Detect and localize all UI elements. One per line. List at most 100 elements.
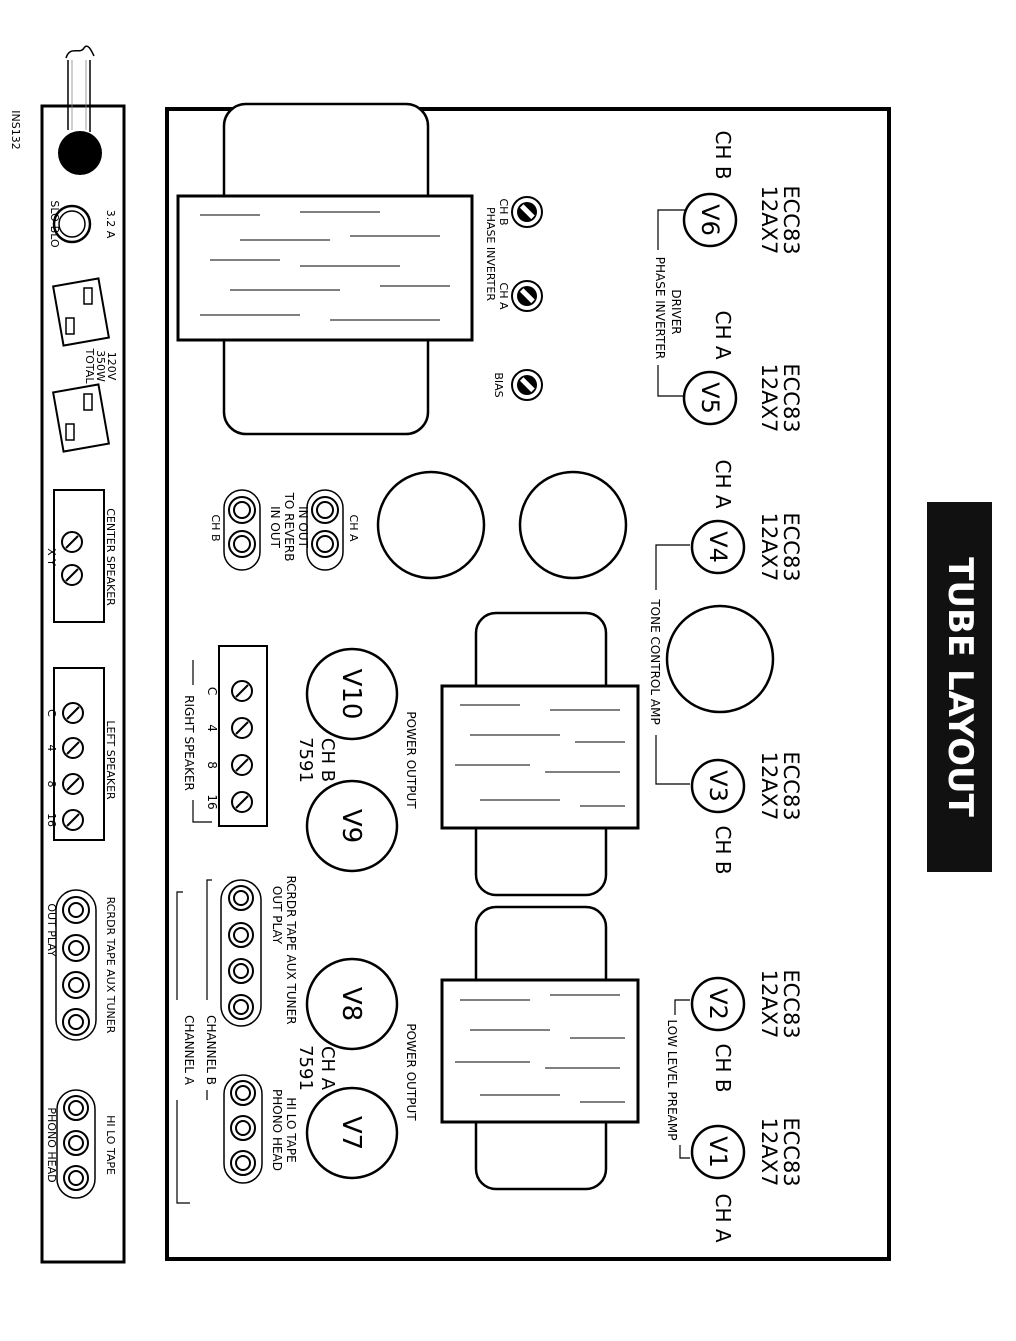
svg-text:V5: V5 <box>696 382 724 414</box>
svg-text:ECC83: ECC83 <box>779 185 803 254</box>
v10-type-label: 7591 <box>295 737 316 783</box>
rear-input-labels-top: RCRDR TAPE AUX TUNER <box>104 897 117 1034</box>
outlet-voltage: 120V <box>105 352 118 381</box>
output-transformer-a <box>440 905 640 1191</box>
input-labels-bottom: OUT PLAY <box>270 886 284 945</box>
driver-phase-inverter-label: PHASE INVERTER <box>653 257 667 360</box>
svg-text:CH A: CH A <box>711 459 735 508</box>
phono-labels-bottom: PHONO HEAD <box>270 1089 284 1171</box>
svg-text:12AX7: 12AX7 <box>757 970 781 1039</box>
rear-phono-labels-bottom: PHONO HEAD <box>45 1107 58 1182</box>
right-speaker-tap-8: 8 <box>205 761 219 769</box>
pot-ch-b[interactable] <box>511 196 543 228</box>
tube-v1: V1 ECC83 12AX7 CH A <box>690 1117 803 1243</box>
left-speaker-tap-4: 4 <box>45 745 58 752</box>
svg-text:CH A: CH A <box>711 310 735 359</box>
pot-bias[interactable] <box>511 369 543 401</box>
reverb-label-line2: TO REVERB <box>282 492 296 562</box>
tube-v2: V2 ECC83 12AX7 CH B <box>690 969 803 1093</box>
channel-b-label: CHANNEL B <box>204 1015 218 1085</box>
svg-text:ECC83: ECC83 <box>779 1117 803 1186</box>
svg-text:CH B: CH B <box>711 825 735 874</box>
svg-text:ECC83: ECC83 <box>779 363 803 432</box>
phono-jacks-chassis <box>223 1074 263 1184</box>
low-level-preamp-label: LOW LEVEL PREAMP <box>665 1020 679 1141</box>
svg-text:V2: V2 <box>704 988 732 1020</box>
pot-ch-b-label: CH B <box>497 199 510 226</box>
ac-outlet-2 <box>51 383 111 453</box>
svg-text:V8: V8 <box>336 987 366 1021</box>
svg-text:V6: V6 <box>696 204 724 236</box>
reverb-jacks-ch-b <box>223 489 261 571</box>
svg-text:12AX7: 12AX7 <box>757 513 781 582</box>
rear-input-jacks <box>55 889 97 1041</box>
reverb-jacks-ch-a <box>306 489 344 571</box>
left-speaker-label: LEFT SPEAKER <box>104 720 117 800</box>
tube-v4: V4 ECC83 12AX7 CH A <box>690 459 803 582</box>
outlet-total: TOTAL <box>83 348 96 385</box>
center-speaker-label: CENTER SPEAKER <box>104 508 117 606</box>
svg-text:ECC83: ECC83 <box>779 751 803 820</box>
rear-phono-jacks <box>56 1089 96 1199</box>
pot-bias-label: BIAS <box>492 372 505 397</box>
svg-text:V7: V7 <box>336 1116 366 1150</box>
svg-text:12AX7: 12AX7 <box>757 752 781 821</box>
svg-text:ECC83: ECC83 <box>779 969 803 1038</box>
pot-ch-a[interactable] <box>511 280 543 312</box>
output-transformer-b <box>440 611 640 897</box>
reverb-label-line3: IN OUT <box>268 506 282 549</box>
center-speaker-taps: X Y <box>45 548 58 566</box>
svg-text:12AX7: 12AX7 <box>757 186 781 255</box>
title-text: TUBE LAYOUT <box>940 557 980 817</box>
right-speaker-label: RIGHT SPEAKER <box>182 695 196 791</box>
input-labels-top: RCRDR TAPE AUX TUNER <box>284 875 298 1024</box>
tube-v7: V7 <box>305 1086 399 1180</box>
right-speaker-terminals <box>218 645 268 827</box>
outlet-wattage: 350W <box>94 350 107 382</box>
left-speaker-tap-16: 16 <box>45 813 58 827</box>
power-transformer <box>176 102 474 436</box>
channel-a-label: CHANNEL A <box>182 1015 196 1086</box>
svg-text:V10: V10 <box>336 669 366 720</box>
rear-phono-labels-top: HI LO TAPE <box>104 1115 117 1175</box>
svg-text:CH B: CH B <box>711 1043 735 1092</box>
left-speaker-tap-c: C <box>45 709 58 717</box>
tube-v5: V5 ECC83 12AX7 CH A <box>682 310 803 433</box>
reverb-label-line1: IN OUT <box>296 506 310 549</box>
svg-text:CH B: CH B <box>711 130 735 179</box>
left-speaker-tap-8: 8 <box>45 781 58 788</box>
tube-v9: V9 <box>305 779 399 873</box>
filter-capacitor-1 <box>376 470 486 580</box>
svg-text:V1: V1 <box>704 1136 732 1168</box>
center-speaker-terminals <box>53 489 105 623</box>
chassis-outline <box>165 107 891 1261</box>
svg-text:V3: V3 <box>704 770 732 802</box>
tube-v3: V3 ECC83 12AX7 CH B <box>690 751 803 875</box>
rear-input-labels-bottom: OUT PLAY <box>45 903 58 957</box>
svg-text:CH A: CH A <box>711 1193 735 1242</box>
group-brackets <box>655 209 690 1159</box>
tube-v8: V8 <box>305 957 399 1051</box>
svg-text:V9: V9 <box>336 809 366 843</box>
fuse-type: SLO-BLO <box>48 200 61 248</box>
tube-v10: V10 <box>305 647 399 741</box>
svg-text:12AX7: 12AX7 <box>757 1118 781 1187</box>
fuse-holder[interactable] <box>52 204 92 244</box>
driver-label: DRIVER <box>669 289 683 334</box>
tube-v6: V6 ECC83 12AX7 CH B <box>682 130 803 255</box>
svg-text:V4: V4 <box>704 531 732 563</box>
filter-capacitor-2 <box>518 470 628 580</box>
right-speaker-tap-4: 4 <box>205 724 219 732</box>
pot-ch-a-label: CH A <box>497 283 510 310</box>
svg-text:12AX7: 12AX7 <box>757 364 781 433</box>
left-speaker-terminals <box>53 667 105 841</box>
phono-labels-top: HI LO TAPE <box>284 1097 298 1162</box>
right-speaker-tap-c: C <box>205 687 219 695</box>
fuse-rating: 3.2 A <box>104 210 117 239</box>
right-speaker-tap-16: 16 <box>205 794 219 809</box>
v10-channel-label: CH B <box>317 738 338 782</box>
tone-control-amp-label: TONE CONTROL AMP <box>648 598 662 724</box>
v8-channel-label: CH A <box>317 1046 338 1091</box>
